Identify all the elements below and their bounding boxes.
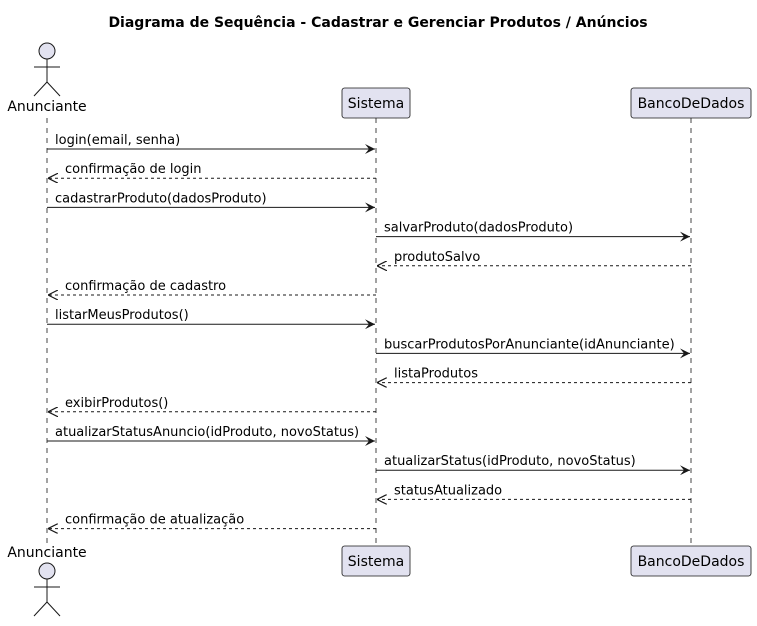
participant-box bbox=[630, 545, 752, 577]
message-3: salvarProduto(dadosProduto) bbox=[376, 221, 690, 242]
message-label: login(email, senha) bbox=[55, 133, 180, 148]
message-4: produtoSalvo bbox=[377, 250, 691, 266]
participant-box bbox=[341, 545, 411, 577]
actor-anunciante-bottom: Anunciante bbox=[7, 545, 87, 617]
message-13: confirmação de atualização bbox=[48, 513, 376, 529]
message-8: listaProdutos bbox=[377, 367, 691, 383]
message-9: exibirProdutos() bbox=[48, 396, 376, 412]
participant-box bbox=[341, 87, 411, 119]
participant-label: BancoDeDados bbox=[638, 96, 745, 112]
message-label: exibirProdutos() bbox=[65, 396, 168, 411]
actor-leg-left bbox=[33, 81, 48, 97]
lifelines bbox=[46, 118, 692, 546]
message-label: atualizarStatusAnuncio(idProduto, novoSt… bbox=[55, 425, 359, 440]
message-7: buscarProdutosPorAnunciante(idAnunciante… bbox=[376, 337, 690, 359]
participant-label: Anunciante bbox=[7, 545, 86, 561]
message-label: cadastrarProduto(dadosProduto) bbox=[55, 191, 267, 206]
participant-banco-top: BancoDeDados bbox=[630, 87, 752, 119]
actor-leg-right bbox=[46, 81, 61, 97]
participant-label: Anunciante bbox=[7, 99, 86, 115]
participant-banco-bottom: BancoDeDados bbox=[630, 545, 752, 577]
message-5: confirmação de cadastro bbox=[48, 279, 376, 295]
message-11: atualizarStatus(idProduto, novoStatus) bbox=[376, 454, 690, 476]
participant-label: Sistema bbox=[348, 96, 404, 112]
message-label: listaProdutos bbox=[394, 367, 478, 382]
message-label: confirmação de atualização bbox=[65, 513, 244, 528]
participant-label: Sistema bbox=[348, 554, 404, 570]
messages: login(email, senha) confirmação de login c… bbox=[47, 133, 691, 529]
message-12: statusAtualizado bbox=[377, 483, 691, 499]
participants-top: Anunciante Sistema BancoDeDados bbox=[7, 42, 752, 119]
actor-leg-right bbox=[46, 601, 61, 617]
message-label: listarMeusProdutos() bbox=[55, 308, 189, 323]
message-label: confirmação de login bbox=[65, 162, 202, 177]
message-label: salvarProduto(dadosProduto) bbox=[384, 221, 573, 236]
message-label: statusAtualizado bbox=[394, 483, 502, 498]
participant-label: BancoDeDados bbox=[638, 554, 745, 570]
message-1: confirmação de login bbox=[48, 162, 376, 178]
actor-leg-left bbox=[33, 601, 48, 617]
message-2: cadastrarProduto(dadosProduto) bbox=[47, 191, 375, 213]
actor-head-icon bbox=[38, 42, 56, 60]
message-6: listarMeusProdutos() bbox=[47, 308, 375, 330]
message-label: confirmação de cadastro bbox=[65, 279, 226, 294]
actor-anunciante-top: Anunciante bbox=[7, 42, 87, 115]
message-label: atualizarStatus(idProduto, novoStatus) bbox=[384, 454, 636, 469]
actor-head-icon bbox=[38, 562, 56, 580]
participant-box bbox=[630, 87, 752, 119]
participant-sistema-top: Sistema bbox=[341, 87, 411, 119]
message-label: produtoSalvo bbox=[394, 250, 480, 265]
message-label: buscarProdutosPorAnunciante(idAnunciante… bbox=[384, 337, 675, 352]
diagram-title: Diagrama de Sequência - Cadastrar e Gere… bbox=[108, 15, 647, 31]
participant-sistema-bottom: Sistema bbox=[341, 545, 411, 577]
message-0: login(email, senha) bbox=[47, 133, 375, 154]
message-10: atualizarStatusAnuncio(idProduto, novoSt… bbox=[47, 425, 375, 446]
